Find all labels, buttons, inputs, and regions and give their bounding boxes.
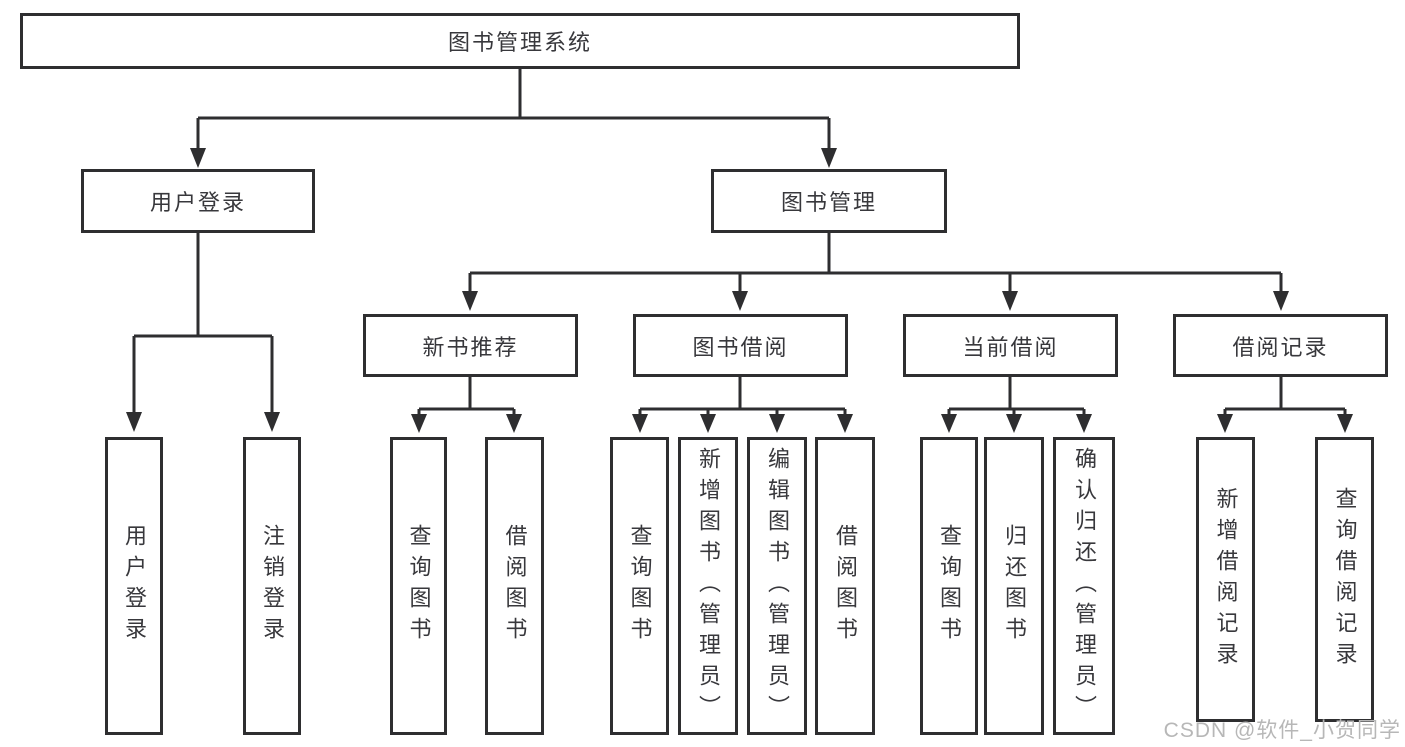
arrowhead <box>1006 414 1022 433</box>
leaf-return-books: 归还图书 <box>984 437 1044 735</box>
connector-current-borrow-branch <box>947 377 1086 414</box>
leaf-logout: 注销登录 <box>243 437 301 735</box>
leaf-borrow-books: 借阅图书 <box>815 437 875 735</box>
node-root: 图书管理系统 <box>20 13 1020 69</box>
leaf-query-borrow-record: 查询借阅记录 <box>1315 437 1374 722</box>
leaf-query-books-current: 查询图书 <box>920 437 978 735</box>
node-new-book-recommend: 新书推荐 <box>363 314 578 377</box>
leaf-query-books-recommend: 查询图书 <box>390 437 447 735</box>
leaf-add-borrow-record: 新增借阅记录 <box>1196 437 1255 722</box>
connector-book-borrow-branch <box>638 377 847 414</box>
leaf-confirm-return-admin: 确认归还（管理员） <box>1053 437 1115 735</box>
arrowhead <box>190 148 206 168</box>
leaf-edit-books-admin: 编辑图书（管理员） <box>747 437 807 735</box>
arrowhead <box>632 414 648 433</box>
leaf-user-login: 用户登录 <box>105 437 163 735</box>
connector-user-login-branch <box>132 233 274 412</box>
arrowhead <box>941 414 957 433</box>
connector-borrow-records-branch <box>1223 377 1347 414</box>
arrowhead <box>700 414 716 433</box>
csdn-watermark: CSDN @软件_小贺同学 <box>1163 719 1401 742</box>
arrowhead <box>462 291 478 311</box>
arrowhead <box>769 414 785 433</box>
connector-book-mgmt-branch <box>468 233 1283 291</box>
arrowhead <box>1002 291 1018 311</box>
node-user-login: 用户登录 <box>81 169 315 233</box>
leaf-borrow-books-recommend: 借阅图书 <box>485 437 544 735</box>
arrowhead <box>732 291 748 311</box>
arrowhead <box>1076 414 1092 433</box>
leaf-query-books-borrow: 查询图书 <box>610 437 669 735</box>
connector-root-branch <box>196 69 831 148</box>
node-book-borrow: 图书借阅 <box>633 314 848 377</box>
arrowhead <box>506 414 522 433</box>
arrowhead <box>1217 414 1233 433</box>
arrowhead <box>821 148 837 168</box>
arrowhead <box>837 414 853 433</box>
arrowhead <box>1273 291 1289 311</box>
connector-new-book-branch <box>417 377 516 414</box>
arrowhead <box>1337 414 1353 433</box>
leaf-add-books-admin: 新增图书（管理员） <box>678 437 738 735</box>
arrowhead <box>411 414 427 433</box>
node-book-management: 图书管理 <box>711 169 947 233</box>
arrowhead <box>126 412 142 432</box>
node-current-borrow: 当前借阅 <box>903 314 1118 377</box>
arrowhead <box>264 412 280 432</box>
node-borrow-records: 借阅记录 <box>1173 314 1388 377</box>
